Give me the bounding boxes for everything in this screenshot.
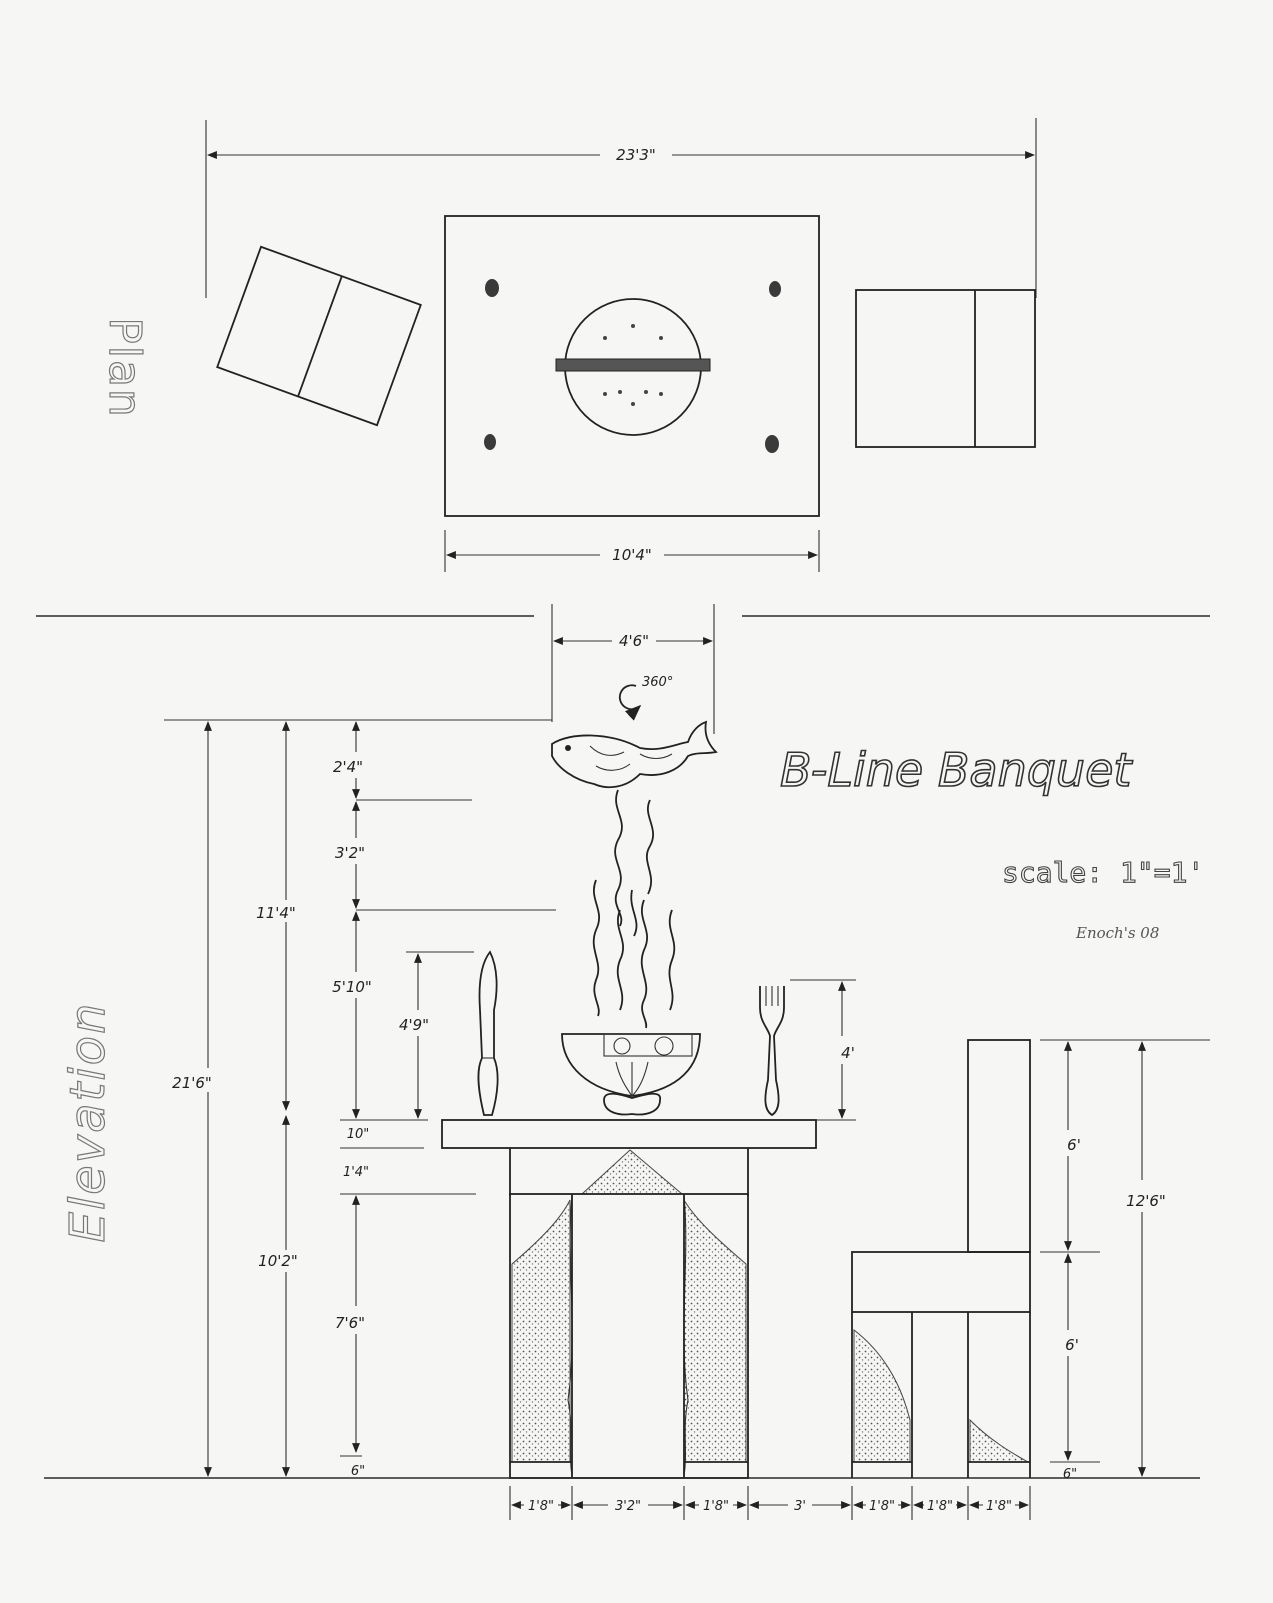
centerpiece-bowl bbox=[561, 1033, 701, 1116]
plan-chair-right bbox=[855, 289, 1036, 448]
base-chair3-label: 1'8" bbox=[986, 1499, 1012, 1514]
plan-foot-icon bbox=[765, 435, 779, 453]
plan-table-width-label: 10'4" bbox=[612, 546, 652, 564]
base-chair2-label: 1'8" bbox=[927, 1499, 953, 1514]
plan-table-top bbox=[444, 215, 820, 517]
base-leg2-label: 1'8" bbox=[703, 1499, 729, 1514]
elevation-tabletop bbox=[441, 1119, 817, 1149]
plan-fish-silhouette bbox=[555, 358, 711, 372]
chair-back-height-label: 6' bbox=[1067, 1136, 1081, 1154]
elevation-view: 4'6" 360° 21'6" 11'4" 10'2" 2'4" 3'2" 5'… bbox=[44, 604, 1210, 1520]
chair-foot-height-label: 6" bbox=[1063, 1467, 1077, 1482]
plan-overall-width-label: 23'3" bbox=[616, 146, 656, 164]
drawing-scale: scale: 1"=1' bbox=[1002, 856, 1204, 889]
plan-centerpiece-holes bbox=[603, 324, 663, 406]
table-height-label: 10'2" bbox=[258, 1252, 298, 1270]
rotation-arrow-icon bbox=[618, 684, 642, 721]
elevation-chair bbox=[851, 1039, 1031, 1478]
plan-view-label: Plan bbox=[99, 317, 150, 419]
elevation-view-label: Elevation bbox=[60, 1002, 116, 1243]
upper-stem-height-label: 3'2" bbox=[335, 844, 365, 862]
table-base bbox=[509, 1193, 749, 1479]
fork-icon bbox=[759, 986, 785, 1117]
base-gap1-label: 3'2" bbox=[615, 1499, 641, 1514]
centerpiece-width-label: 4'6" bbox=[619, 632, 649, 650]
base-chair1-label: 1'8" bbox=[869, 1499, 895, 1514]
knife-height-label: 4'9" bbox=[399, 1016, 429, 1034]
apron-height-label: 1'4" bbox=[343, 1165, 369, 1180]
tabletop-thickness-label: 10" bbox=[347, 1127, 370, 1142]
lower-stem-height-label: 5'10" bbox=[332, 978, 372, 996]
drawing-signature: Enoch's 08 bbox=[1075, 924, 1159, 942]
plan-foot-icon bbox=[769, 281, 781, 297]
chair-height-label: 12'6" bbox=[1126, 1192, 1166, 1210]
knife-icon bbox=[477, 950, 499, 1116]
drawing-title: B-Line Banquet bbox=[780, 743, 1133, 797]
plan-foot-icon bbox=[485, 279, 499, 297]
foot-height-label: 6" bbox=[351, 1464, 365, 1479]
centerpiece-stems bbox=[592, 789, 676, 1029]
rotation-label: 360° bbox=[642, 675, 673, 690]
total-height-label: 21'6" bbox=[172, 1074, 212, 1092]
apron-stipple bbox=[580, 1149, 684, 1195]
leg-height-label: 7'6" bbox=[335, 1314, 365, 1332]
plan-foot-icon bbox=[484, 434, 496, 450]
chair-seat-height-label: 6' bbox=[1065, 1336, 1079, 1354]
base-gap2-label: 3' bbox=[794, 1499, 806, 1514]
plan-chair-left bbox=[216, 245, 422, 427]
fish-sculpture bbox=[551, 720, 718, 789]
plan-view: 23'3" 10'4" Plan bbox=[98, 118, 1037, 572]
fish-height-label: 2'4" bbox=[333, 758, 363, 776]
base-leg1-label: 1'8" bbox=[528, 1499, 554, 1514]
fork-height-label: 4' bbox=[841, 1044, 855, 1062]
above-table-height-label: 11'4" bbox=[256, 904, 296, 922]
